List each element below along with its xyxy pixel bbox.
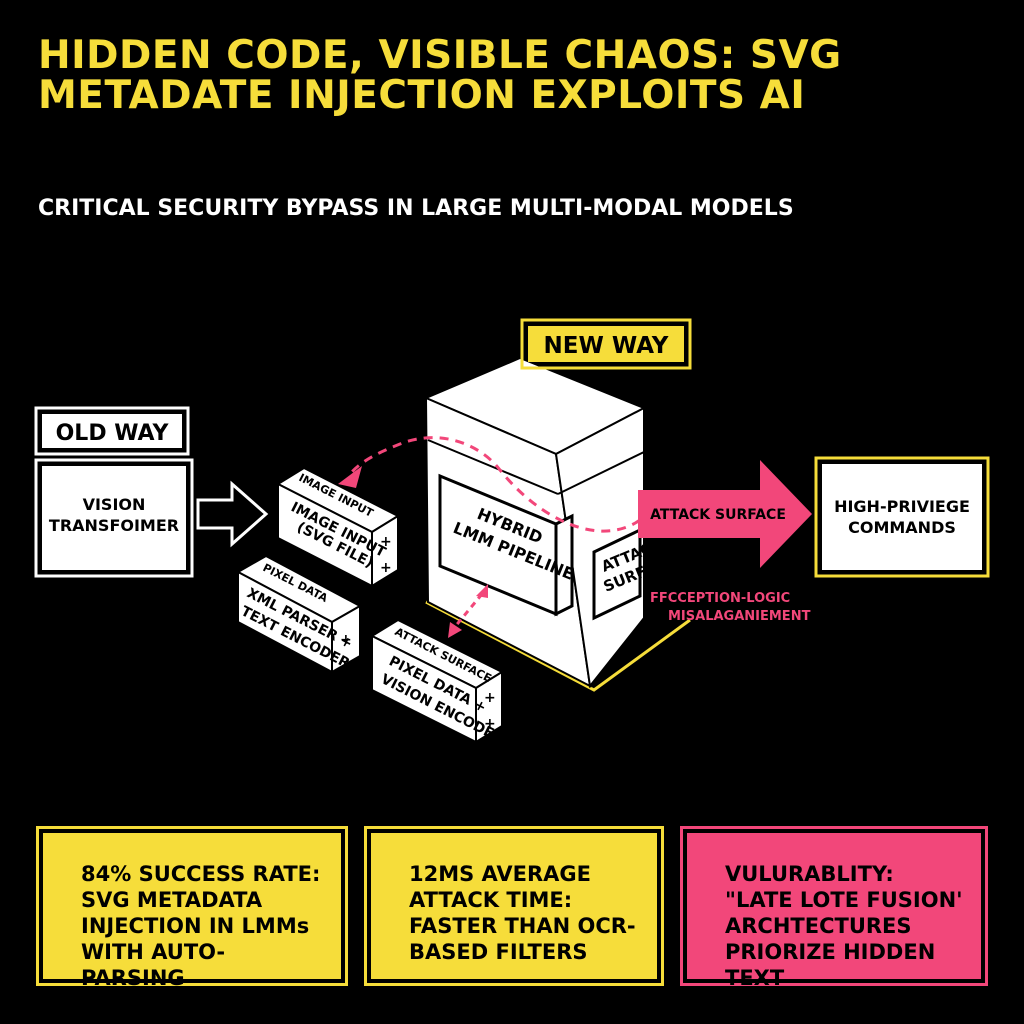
misalignment-line-2: MISALAGANIEMENT [668, 609, 811, 624]
high-privilege-box: HIGH-PRIVIEGE COMMANDS [814, 456, 990, 578]
new-way-label: NEW WAY [544, 333, 669, 359]
stat-card-vulnerability-text: VULURABLITY: "LATE LOTE FUSION' ARCHTECT… [687, 833, 981, 990]
hybrid-pipeline-panel: HYBRID LMM PIPELINE [438, 473, 577, 617]
plus-icon: + [380, 560, 392, 576]
stat-card-attack-time: 12MS AVERAGE ATTACK TIME: FASTER THAN OC… [364, 826, 664, 986]
plus-icon: + [380, 534, 392, 550]
high-privilege-line-1: HIGH-PRIVIEGE [834, 497, 970, 516]
misalignment-line-1: FFCCEPTION-LOGIC [650, 591, 790, 606]
old-way-label: OLD WAY [56, 421, 170, 446]
plus-icon: + [484, 690, 496, 706]
old-way-badge: OLD WAY [34, 406, 190, 456]
plus-icon: + [340, 632, 352, 648]
stat-card-success-rate-text: 84% SUCCESS RATE: SVG METADATA INJECTION… [43, 833, 341, 990]
vision-transformer-box: VISION TRANSFOIMER [34, 458, 194, 578]
stat-card-success-rate: 84% SUCCESS RATE: SVG METADATA INJECTION… [36, 826, 348, 990]
pipeline-encoder-arrow [448, 584, 488, 638]
vision-transformer-line-1: VISION [83, 495, 146, 514]
stat-card-vulnerability: VULURABLITY: "LATE LOTE FUSION' ARCHTECT… [680, 826, 988, 990]
vision-encoder-block: ATTACK SURFACE PIXEL DATA + VISION ENCOD… [369, 618, 506, 747]
image-input-block: IMAGE INPUT IMAGE INPUT (SVG FILE) + + [275, 466, 401, 588]
injection-flow-arrow [338, 436, 641, 533]
old-way-arrow-icon [196, 480, 269, 548]
stat-card-attack-time-text: 12MS AVERAGE ATTACK TIME: FASTER THAN OC… [371, 833, 657, 979]
xml-parser-block: PIXEL DATA XML PARSER + TEXT ENCODER + [235, 554, 363, 674]
high-privilege-line-2: COMMANDS [848, 518, 956, 537]
page-title: HIDDEN CODE, VISIBLE CHAOS: SVG METADATE… [38, 33, 842, 118]
new-way-badge: NEW WAY [520, 318, 692, 370]
plus-icon: + [484, 716, 496, 732]
new-way-base-outline [425, 600, 691, 692]
attack-surface-arrow: ATTACK SURFACE [638, 460, 812, 568]
attack-surface-arrow-label: ATTACK SURFACE [650, 507, 786, 523]
page-subtitle: CRITICAL SECURITY BYPASS IN LARGE MULTI-… [38, 196, 794, 221]
vision-transformer-line-2: TRANSFOIMER [49, 516, 179, 535]
